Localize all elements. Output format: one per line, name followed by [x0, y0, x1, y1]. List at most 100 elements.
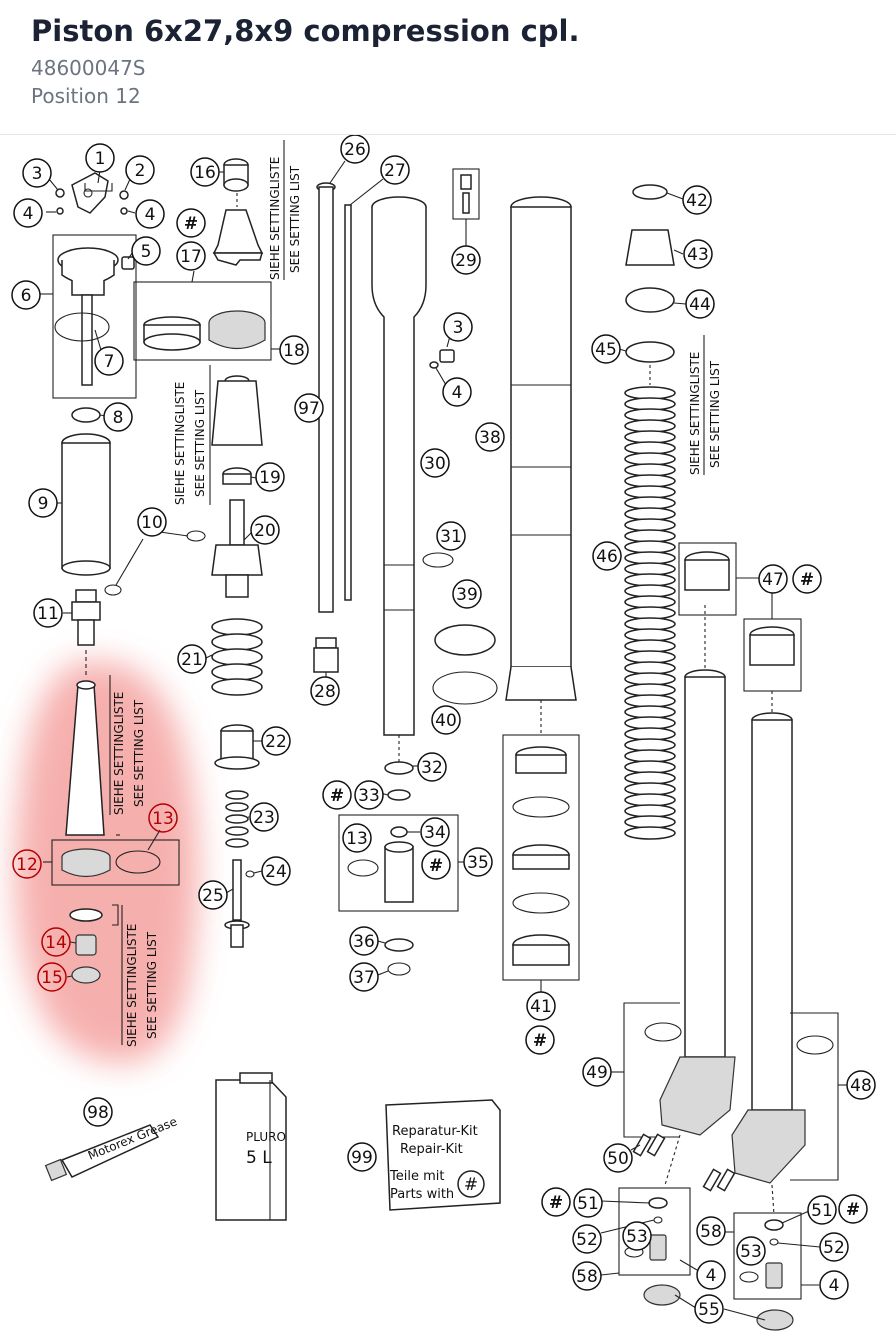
callout-circle — [838, 1194, 868, 1224]
callout-kit-mark: # — [792, 564, 822, 594]
callout-5: 5 — [131, 236, 161, 266]
callout-text: 30 — [424, 454, 446, 474]
callout-circle — [13, 198, 43, 228]
exploded-view-diagram: SIEHE SETTINGLISTE SEE SETTING LIST SIEH… — [11, 135, 876, 1331]
repair-kit-line3: Teile mit — [389, 1169, 444, 1184]
callout-text: 3 — [453, 318, 464, 338]
callout-7: 7 — [94, 346, 124, 376]
shim-stack — [65, 680, 105, 836]
shim-washer — [69, 908, 103, 922]
callout-circle — [792, 564, 822, 594]
callout-40: 40 — [431, 705, 461, 735]
callout-circle — [11, 280, 41, 310]
callout-4: 4 — [135, 199, 165, 229]
callout-text: 26 — [344, 140, 366, 160]
callout-97: 97 — [294, 393, 324, 423]
callout-text: 24 — [265, 862, 287, 882]
callout-text: 25 — [202, 886, 224, 906]
part-8-ring — [71, 407, 101, 423]
callout-1: 1 — [85, 143, 115, 173]
part-41-bushings — [512, 746, 570, 966]
callout-47: 47 — [758, 564, 788, 594]
callout-52: 52 — [572, 1224, 602, 1254]
callout-text: 17 — [180, 247, 202, 267]
callout-11: 11 — [33, 598, 63, 628]
callout-circle — [603, 1143, 633, 1173]
part-26-rod — [316, 182, 336, 613]
callout-37: 37 — [349, 962, 379, 992]
callout-circle — [250, 515, 280, 545]
callout-text: 50 — [607, 1149, 629, 1169]
callout-circle — [294, 393, 324, 423]
callout-30: 30 — [420, 448, 450, 478]
callout-circle — [463, 847, 493, 877]
part-23-spring — [225, 790, 249, 848]
callout-text: 20 — [254, 521, 276, 541]
callout-38: 38 — [475, 422, 505, 452]
callout-circle — [807, 1195, 837, 1225]
callout-circle — [696, 1260, 726, 1290]
callout-text: 4 — [829, 1276, 840, 1296]
callout-text: 11 — [37, 604, 59, 624]
callout-text: 42 — [686, 191, 708, 211]
spring-coil — [624, 529, 676, 543]
part-14-nut — [75, 934, 97, 956]
callout-circle — [420, 817, 450, 847]
callout-text: 98 — [87, 1103, 109, 1123]
spring-coil — [624, 485, 676, 499]
callout-21: 21 — [177, 644, 207, 674]
callout-text: 38 — [479, 428, 501, 448]
callout-51: 51 — [807, 1195, 837, 1225]
callout-circle — [736, 1236, 766, 1266]
callout-50: 50 — [603, 1143, 633, 1173]
callout-48: 48 — [846, 1070, 876, 1100]
callout-58: 58 — [572, 1261, 602, 1291]
spring-coil — [624, 793, 676, 807]
callout-circle — [131, 236, 161, 266]
callout-circle — [37, 962, 67, 992]
callout-text: 97 — [298, 399, 320, 419]
spring-coil — [624, 496, 676, 510]
callout-14: 14 — [41, 927, 71, 957]
part-46-spring — [624, 386, 676, 840]
spring-coil — [624, 749, 676, 763]
group-box-47a — [678, 542, 737, 616]
part-31-oring — [422, 552, 454, 568]
callout-6: 6 — [11, 280, 41, 310]
svg-text:SIEHE SETTINGLISTE: SIEHE SETTINGLISTE — [688, 352, 702, 475]
callout-4: 4 — [13, 198, 43, 228]
callout-circle — [475, 422, 505, 452]
callout-text: 55 — [698, 1300, 720, 1320]
callout-text: 53 — [626, 1227, 648, 1247]
spring-coil — [624, 683, 676, 697]
callout-kit-mark: # — [541, 1187, 571, 1217]
callout-99: 99 — [347, 1142, 377, 1172]
callout-circle — [176, 241, 206, 271]
spring-coil — [624, 551, 676, 565]
callout-text: 47 — [762, 570, 784, 590]
callout-text: 12 — [16, 855, 38, 875]
repair-kit-mark: # — [464, 1175, 478, 1195]
spring-preload-parts — [625, 184, 675, 363]
callout-55: 55 — [694, 1294, 724, 1324]
part-19-ring — [222, 467, 252, 485]
spring-coil — [624, 452, 676, 466]
callout-35: 35 — [463, 847, 493, 877]
callout-44: 44 — [685, 289, 715, 319]
callout-text: 4 — [23, 204, 34, 224]
part-32-33 — [384, 761, 414, 801]
callout-kit-mark: # — [838, 1194, 868, 1224]
spring-coil — [624, 540, 676, 554]
svg-text:SEE SETTING LIST: SEE SETTING LIST — [708, 360, 722, 468]
spring-coil — [624, 661, 676, 675]
group-box-35 — [338, 814, 459, 912]
callout-circle — [198, 880, 228, 910]
callout-circle — [452, 579, 482, 609]
lower-leg-right — [731, 712, 806, 1184]
spring-coil — [624, 507, 676, 521]
callout-circle — [83, 1097, 113, 1127]
group-box-58a — [618, 1187, 691, 1276]
callout-text: 40 — [435, 711, 457, 731]
callout-circle — [255, 462, 285, 492]
callout-circle — [436, 521, 466, 551]
